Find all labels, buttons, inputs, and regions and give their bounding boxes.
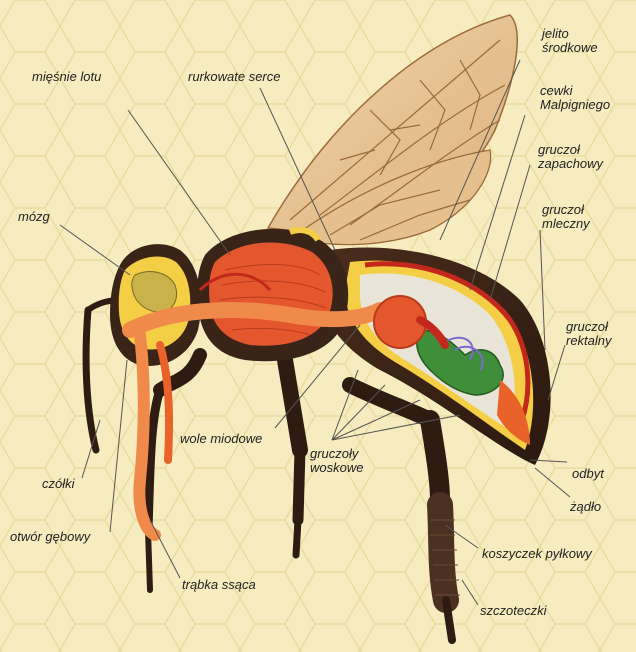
label-gruczol-zapachowy-line2: zapachowy [538,157,603,171]
thorax [197,229,348,361]
label-cewki-malpigniego: cewki Malpigniego [540,84,610,112]
label-gruczol-mleczny-line1: gruczoł [542,203,590,217]
label-cewki-line1: cewki [540,84,610,98]
label-koszyczek-pylkowy: koszyczek pyłkowy [482,547,592,561]
label-gruczol-rektalny-line1: gruczoł [566,320,612,334]
label-odbyt: odbyt [572,467,604,481]
label-jelito-line1: jelito [542,27,598,41]
label-trabka-ssaca: trąbka ssąca [182,578,256,592]
label-zadlo: żądło [570,500,601,514]
label-gruczol-zapachowy-line1: gruczoł [538,143,603,157]
label-mozg: mózg [18,210,50,224]
label-cewki-line2: Malpigniego [540,98,610,112]
label-gruczoly-woskowe: gruczoły woskowe [310,447,363,475]
label-rurkowate-serce: rurkowate serce [188,70,280,84]
label-miesnie-lotu: mięśnie lotu [32,70,101,84]
label-jelito-srodkowe: jelito środkowe [542,27,598,55]
label-gruczol-mleczny: gruczoł mleczny [542,203,590,231]
label-gruczol-rektalny: gruczoł rektalny [566,320,612,348]
label-gruczol-zapachowy: gruczoł zapachowy [538,143,603,171]
label-gruczol-mleczny-line2: mleczny [542,217,590,231]
label-szczoteczki: szczoteczki [480,604,546,618]
label-gruczol-rektalny-line2: rektalny [566,334,612,348]
label-otwor-gebowy: otwór gębowy [10,530,90,544]
label-gruczoly-woskowe-line2: woskowe [310,461,363,475]
label-jelito-line2: środkowe [542,41,598,55]
label-czulki: czółki [42,477,75,491]
label-wole-miodowe: wole miodowe [180,432,262,446]
label-gruczoly-woskowe-line1: gruczoły [310,447,363,461]
